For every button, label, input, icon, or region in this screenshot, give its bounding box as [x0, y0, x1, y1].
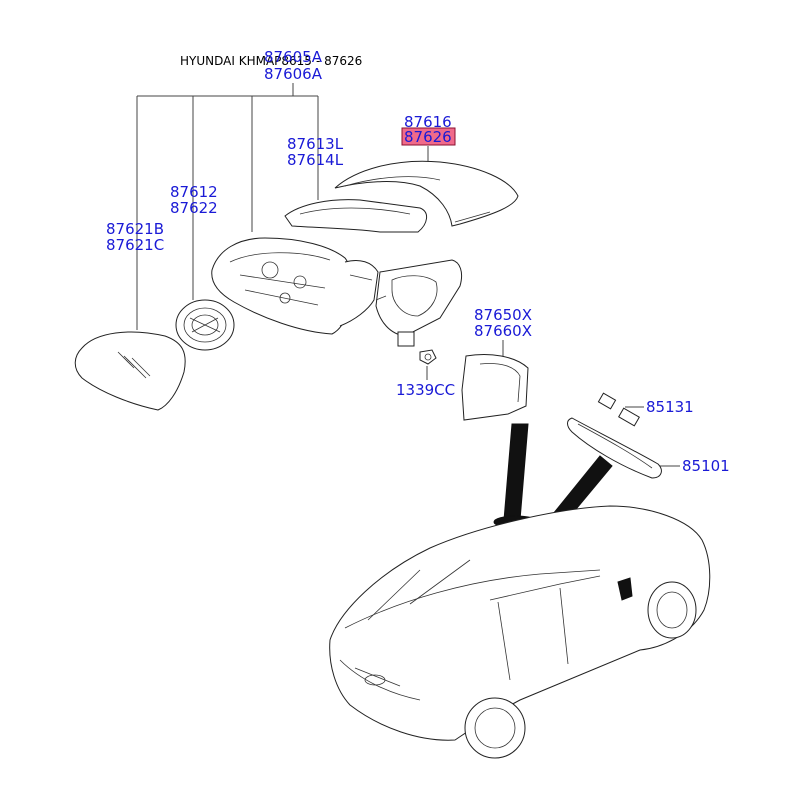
mirror-actuator-drawing	[175, 299, 235, 351]
diagram-header-suffix: - 87626	[316, 54, 362, 68]
callout-actuator-code-1[interactable]: 87612	[170, 183, 218, 201]
mirror-cover-drawing	[334, 160, 519, 227]
inner-cover-drawing	[461, 354, 529, 421]
callout-cover-code-2-highlighted[interactable]: 87626	[404, 128, 452, 146]
mirror-scalp-drawing	[284, 199, 427, 233]
main-assembly-leader-bracket	[136, 83, 319, 330]
mirror-base-drawing	[375, 259, 463, 347]
callout-actuator-code-2[interactable]: 87622	[170, 199, 218, 217]
diagram-header-title: HYUNDAI KHMAP8615	[180, 54, 312, 68]
nut-drawing	[419, 349, 437, 365]
callout-inside-mirror-switch-code[interactable]: 85131	[646, 398, 694, 416]
callout-scalp-code-2[interactable]: 87614L	[287, 151, 344, 169]
callout-scalp-code-1[interactable]: 87613L	[287, 135, 344, 153]
callout-glass-code-1[interactable]: 87621B	[106, 220, 164, 238]
callout-glass-code-2[interactable]: 87621C	[106, 236, 164, 254]
callout-main-assembly-code-1[interactable]: 87605A	[264, 48, 323, 66]
callout-nut-code[interactable]: 1339CC	[396, 381, 455, 399]
highlight-box	[401, 127, 456, 146]
mirror-glass-drawing	[74, 331, 186, 411]
mirror-housing-drawing	[211, 237, 379, 335]
callout-main-assembly-code-2[interactable]: 87606A	[264, 65, 323, 83]
callout-inside-mirror-code[interactable]: 85101	[682, 457, 730, 475]
callout-cover-code-1[interactable]: 87616	[404, 113, 452, 131]
inside-mirror-drawing	[567, 392, 662, 479]
callout-cover-inner-code-2[interactable]: 87660X	[474, 322, 532, 340]
vehicle-drawing	[329, 505, 711, 759]
callout-cover-inner-code-1[interactable]: 87650X	[474, 306, 532, 324]
